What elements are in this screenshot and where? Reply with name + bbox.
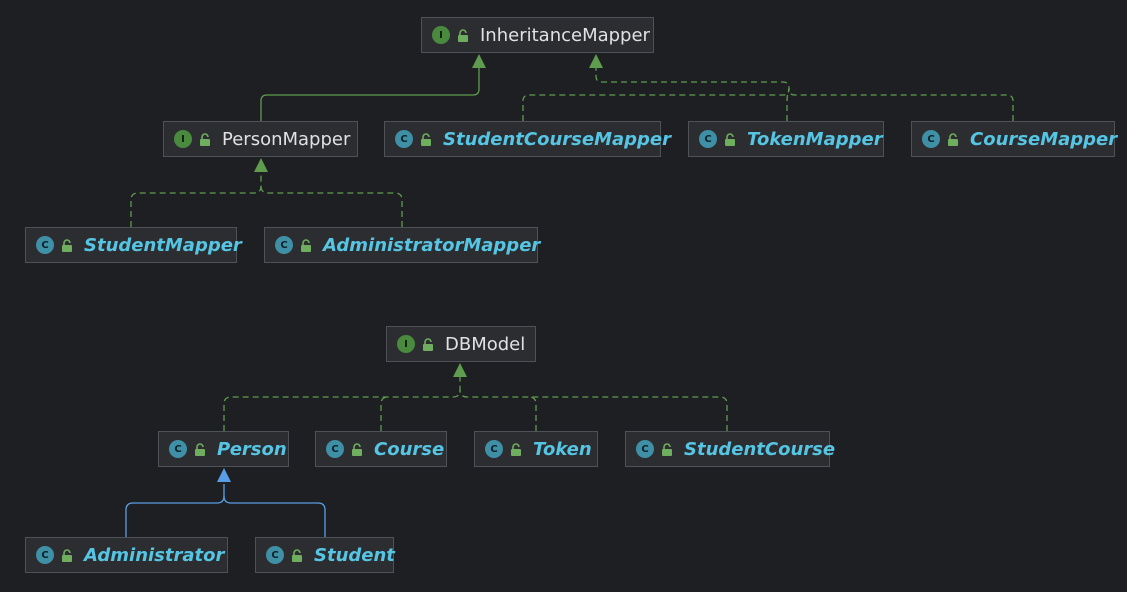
lock-icon bbox=[457, 28, 469, 42]
node-student[interactable]: C Student bbox=[255, 537, 395, 573]
node-label: CourseMapper bbox=[970, 128, 1118, 150]
class-icon: C bbox=[36, 236, 54, 254]
edge-token-to-db-model bbox=[528, 396, 537, 431]
class-icon: C bbox=[395, 130, 413, 148]
node-label: Token bbox=[533, 438, 592, 460]
edge-student-course-to-db-model bbox=[459, 389, 728, 431]
class-icon: C bbox=[169, 440, 187, 458]
node-label: PersonMapper bbox=[222, 128, 351, 150]
class-icon: C bbox=[36, 546, 54, 564]
node-inheritance-mapper[interactable]: I InheritanceMapper bbox=[421, 17, 654, 53]
interface-icon: I bbox=[432, 26, 450, 44]
node-label: StudentCourse bbox=[684, 438, 836, 460]
interface-icon: I bbox=[397, 335, 415, 353]
arrowhead-inheritance-mapper-right bbox=[589, 54, 603, 68]
node-token-mapper[interactable]: C TokenMapper bbox=[688, 121, 884, 157]
node-person-mapper[interactable]: I PersonMapper bbox=[163, 121, 358, 157]
node-administrator[interactable]: C Administrator bbox=[25, 537, 228, 573]
edge-administrator-to-person bbox=[125, 484, 225, 537]
class-icon: C bbox=[636, 440, 654, 458]
edge-person-to-db-model bbox=[223, 377, 461, 431]
lock-icon bbox=[422, 337, 434, 351]
interface-icon: I bbox=[174, 130, 192, 148]
lock-icon bbox=[61, 238, 73, 252]
node-student-mapper[interactable]: C StudentMapper bbox=[25, 227, 242, 263]
arrowhead-db-model bbox=[453, 363, 467, 377]
edge-course-to-db-model bbox=[380, 396, 389, 431]
node-person[interactable]: C Person bbox=[158, 431, 289, 467]
class-icon: C bbox=[326, 440, 344, 458]
node-student-course[interactable]: C StudentCourse bbox=[625, 431, 835, 467]
node-db-model[interactable]: I DBModel bbox=[386, 326, 536, 362]
arrowhead-inheritance-mapper-left bbox=[472, 54, 486, 68]
node-administrator-mapper[interactable]: C AdministratorMapper bbox=[264, 227, 541, 263]
node-course-mapper[interactable]: C CourseMapper bbox=[911, 121, 1118, 157]
lock-icon bbox=[61, 548, 73, 562]
node-label: DBModel bbox=[445, 333, 526, 355]
node-label: StudentCourseMapper bbox=[443, 128, 671, 150]
node-label: Course bbox=[374, 438, 445, 460]
node-course[interactable]: C Course bbox=[315, 431, 447, 467]
class-icon: C bbox=[266, 546, 284, 564]
node-label: Student bbox=[314, 544, 395, 566]
arrowhead-person bbox=[217, 468, 231, 482]
node-student-course-mapper[interactable]: C StudentCourseMapper bbox=[384, 121, 671, 157]
lock-icon bbox=[661, 442, 673, 456]
node-label: InheritanceMapper bbox=[480, 24, 650, 46]
class-icon: C bbox=[485, 440, 503, 458]
edge-course-mapper-to-inheritance-mapper bbox=[788, 88, 1014, 121]
lock-icon bbox=[351, 442, 363, 456]
class-icon: C bbox=[699, 130, 717, 148]
lock-icon bbox=[199, 132, 211, 146]
edge-administrator-mapper-to-person-mapper bbox=[260, 185, 403, 227]
node-label: Person bbox=[217, 438, 287, 460]
edge-student-course-mapper-to-inheritance-mapper bbox=[522, 68, 790, 121]
lock-icon bbox=[291, 548, 303, 562]
lock-icon bbox=[724, 132, 736, 146]
node-label: AdministratorMapper bbox=[323, 234, 541, 256]
node-label: Administrator bbox=[84, 544, 225, 566]
lock-icon bbox=[194, 442, 206, 456]
node-token[interactable]: C Token bbox=[474, 431, 598, 467]
class-icon: C bbox=[275, 236, 293, 254]
class-icon: C bbox=[922, 130, 940, 148]
lock-icon bbox=[510, 442, 522, 456]
node-label: TokenMapper bbox=[747, 128, 883, 150]
lock-icon bbox=[300, 238, 312, 252]
edge-student-mapper-to-person-mapper bbox=[130, 172, 262, 227]
arrowhead-person-mapper bbox=[254, 158, 268, 172]
edge-person-mapper-to-inheritance-mapper bbox=[260, 68, 480, 121]
node-label: StudentMapper bbox=[84, 234, 242, 256]
lock-icon bbox=[947, 132, 959, 146]
lock-icon bbox=[420, 132, 432, 146]
edge-student-to-person bbox=[223, 495, 326, 537]
edge-token-mapper-to-inheritance-mapper bbox=[786, 88, 790, 121]
